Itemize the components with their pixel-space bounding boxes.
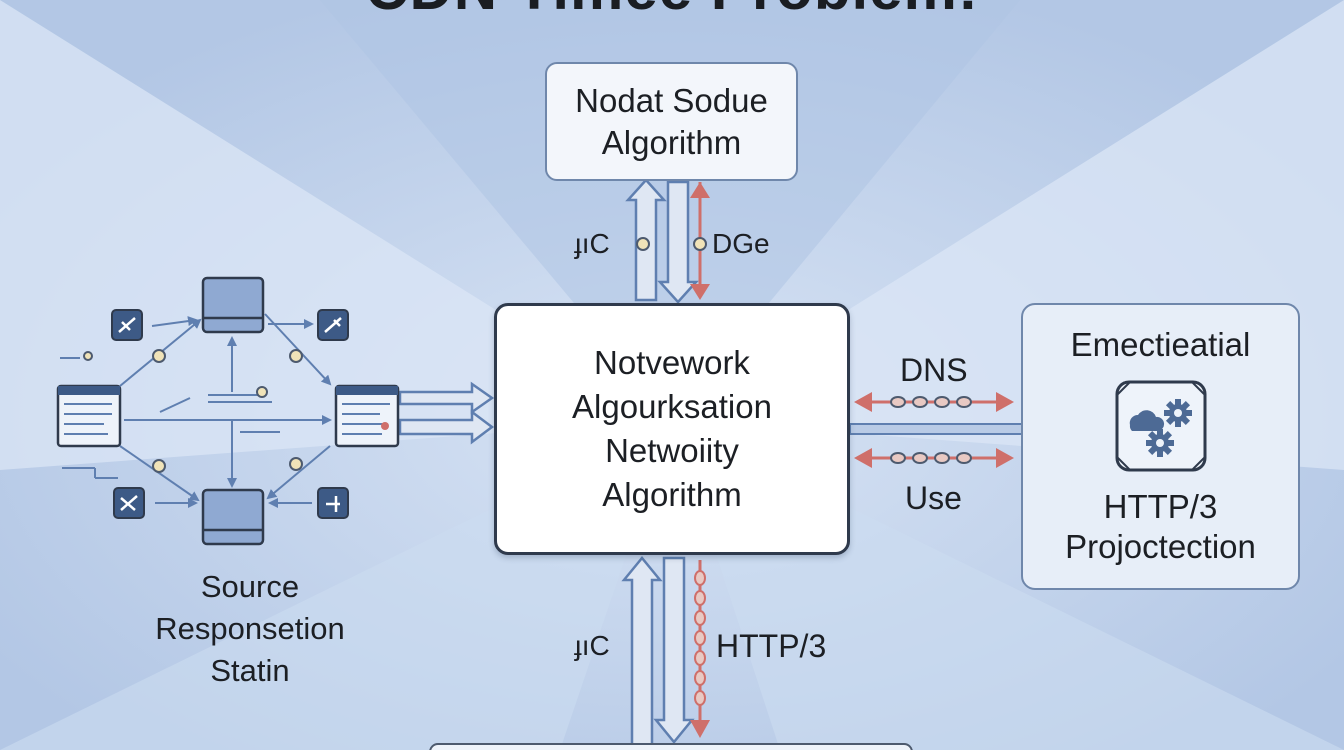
- source-caption: Source Responsetion Statin: [105, 566, 395, 692]
- label-bottom-left: ɟıC: [574, 630, 610, 661]
- node-top: Nodat Sodue Algorithm: [545, 62, 798, 181]
- label-dns: DNS: [900, 352, 968, 388]
- cloud-gears-icon: [1114, 379, 1208, 473]
- caption-line3: Statin: [210, 653, 290, 688]
- node-right-foot: HTTP/3 Projoctection: [1065, 487, 1256, 567]
- label-bottom-right: HTTP/3: [716, 628, 827, 664]
- label-use: Use: [905, 480, 962, 516]
- server-icon-bottom: [201, 488, 265, 546]
- node-right-foot1: HTTP/3: [1103, 488, 1218, 525]
- tool-badge-icons: [111, 309, 349, 519]
- node-center-line3: Netwoiity: [605, 432, 739, 469]
- browser-window-icon-right: [334, 384, 400, 448]
- server-icon-top: [201, 276, 265, 334]
- top-connector: [625, 178, 710, 304]
- right-connector: [849, 392, 1023, 468]
- node-center: Notvework Algourksation Netwoiity Algori…: [494, 303, 850, 555]
- node-center-line4: Algorithm: [602, 476, 742, 513]
- label-top-right: DGe: [712, 228, 770, 259]
- node-right-foot2: Projoctection: [1065, 528, 1256, 565]
- bottom-connector: [429, 556, 913, 750]
- browser-window-icon-left: [56, 384, 122, 448]
- left-input-arrows: [398, 381, 495, 445]
- node-right-title: Emectieatial: [1070, 326, 1251, 363]
- node-center-line1: Notvework: [594, 344, 750, 381]
- node-top-line2: Algorithm: [601, 123, 742, 161]
- caption-line2: Responsetion: [155, 611, 345, 646]
- network-junctions: [83, 349, 303, 473]
- caption-line1: Source: [200, 569, 300, 604]
- diagram-title: CDN Timee Problem:: [0, 0, 1344, 24]
- label-top-left: ɟıC: [574, 228, 610, 259]
- node-top-line1: Nodat Sodue: [575, 81, 768, 119]
- node-center-line2: Algourksation: [572, 388, 772, 425]
- node-right: Emectieatial: [1021, 303, 1300, 590]
